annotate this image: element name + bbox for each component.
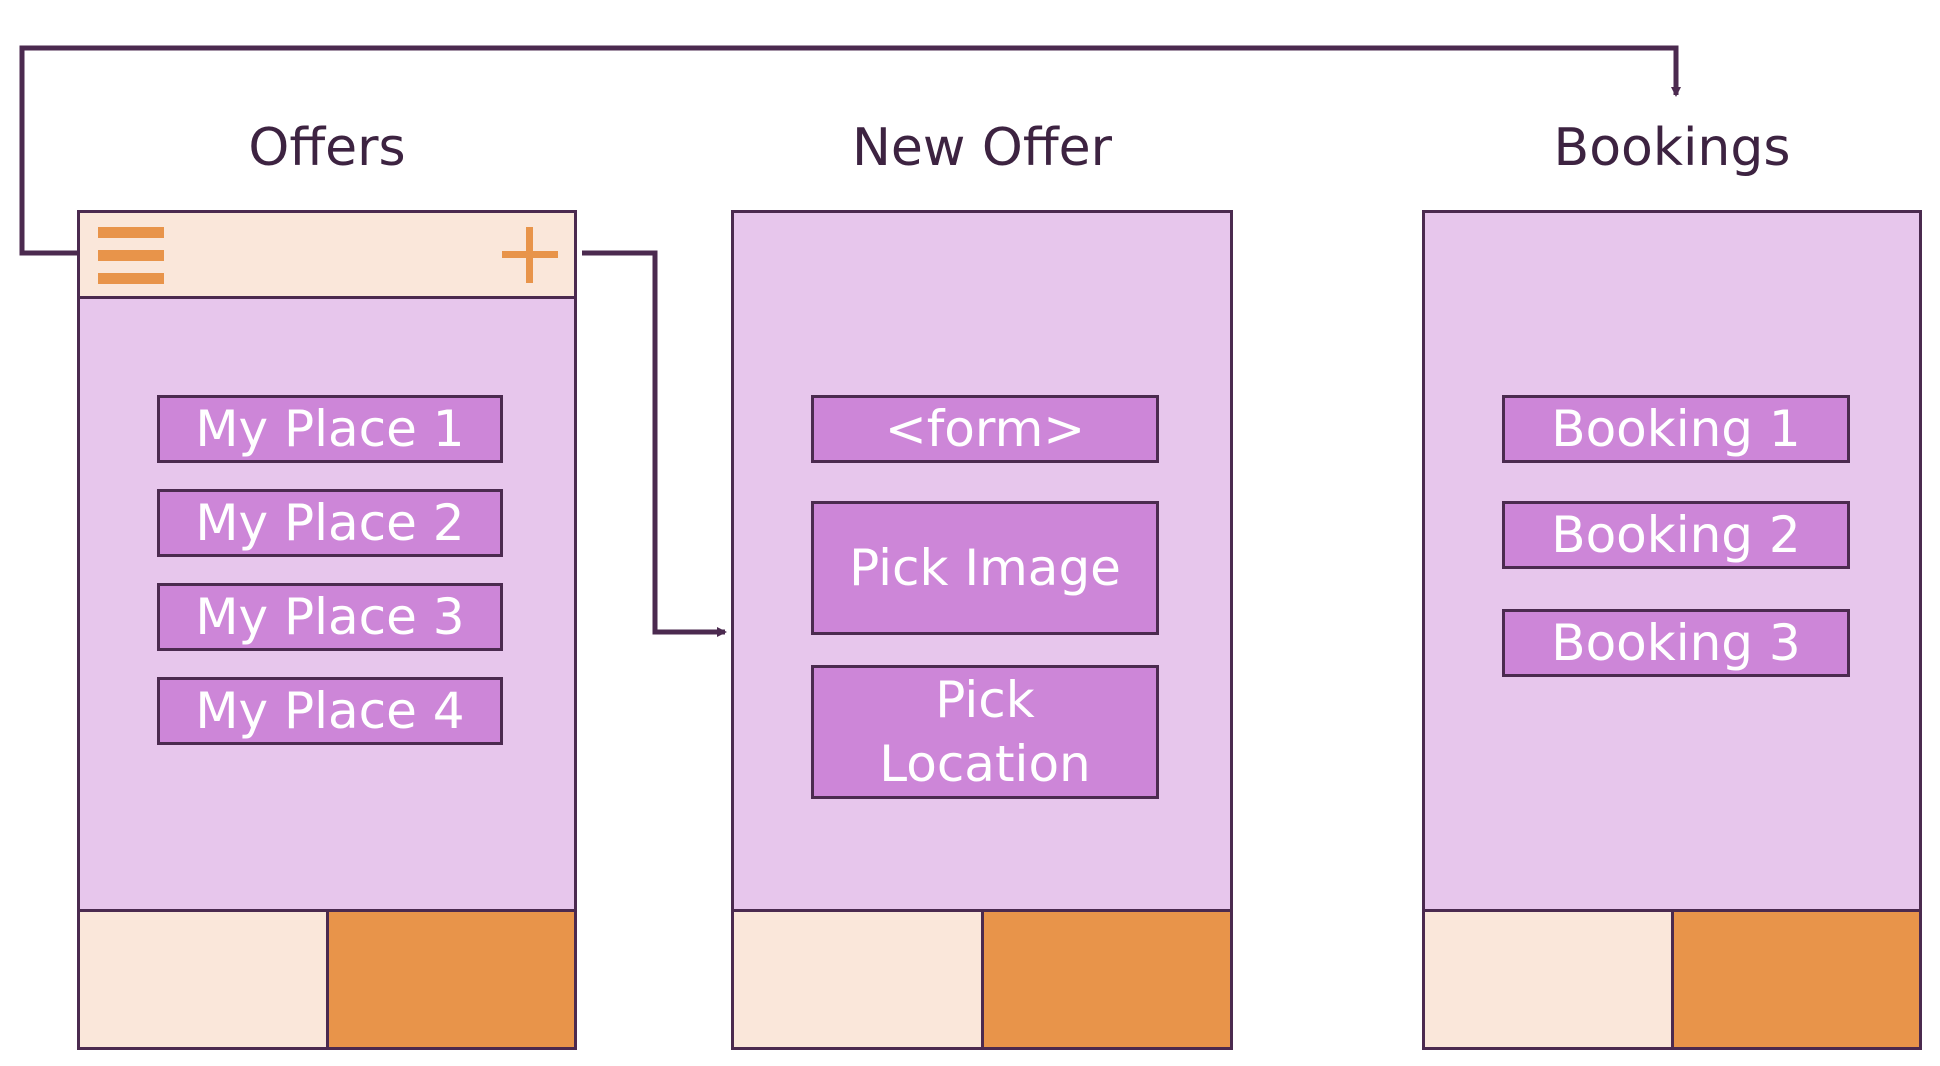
bookings-screen: Booking 1 Booking 2 Booking 3	[1422, 210, 1922, 1050]
new-offer-tab-left[interactable]	[734, 912, 984, 1047]
pick-location-label-line2: Location	[879, 735, 1091, 793]
pick-image-button[interactable]: Pick Image	[811, 501, 1159, 635]
new-offer-tab-bar	[734, 909, 1230, 1047]
new-offer-tab-right[interactable]	[983, 912, 1230, 1047]
offers-screen: My Place 1 My Place 2 My Place 3 My Plac…	[77, 210, 577, 1050]
offer-item-1[interactable]: My Place 1	[157, 395, 503, 463]
hamburger-menu-icon[interactable]	[98, 227, 164, 287]
booking-item-1[interactable]: Booking 1	[1502, 395, 1850, 463]
new-offer-screen: <form> Pick Image Pick Location	[731, 210, 1233, 1050]
bookings-screen-title: Bookings	[1553, 118, 1791, 178]
form-placeholder: <form>	[811, 395, 1159, 463]
offers-tab-left[interactable]	[80, 912, 329, 1047]
offer-item-3[interactable]: My Place 3	[157, 583, 503, 651]
pick-location-button[interactable]: Pick Location	[811, 665, 1159, 799]
offers-tab-bar	[80, 909, 574, 1047]
plus-icon[interactable]	[502, 227, 558, 283]
offer-item-4[interactable]: My Place 4	[157, 677, 503, 745]
offers-screen-title: Offers	[248, 118, 406, 178]
booking-item-3[interactable]: Booking 3	[1502, 609, 1850, 677]
bookings-tab-right[interactable]	[1673, 912, 1919, 1047]
new-offer-screen-title: New Offer	[851, 118, 1113, 178]
bookings-tab-left[interactable]	[1425, 912, 1674, 1047]
pick-location-label-line1: Pick	[935, 671, 1035, 729]
offer-item-2[interactable]: My Place 2	[157, 489, 503, 557]
bookings-tab-bar	[1425, 909, 1919, 1047]
add-to-new-offer-arrow	[582, 250, 727, 637]
booking-item-2[interactable]: Booking 2	[1502, 501, 1850, 569]
offers-tab-right[interactable]	[328, 912, 574, 1047]
offers-top-bar	[80, 213, 574, 299]
